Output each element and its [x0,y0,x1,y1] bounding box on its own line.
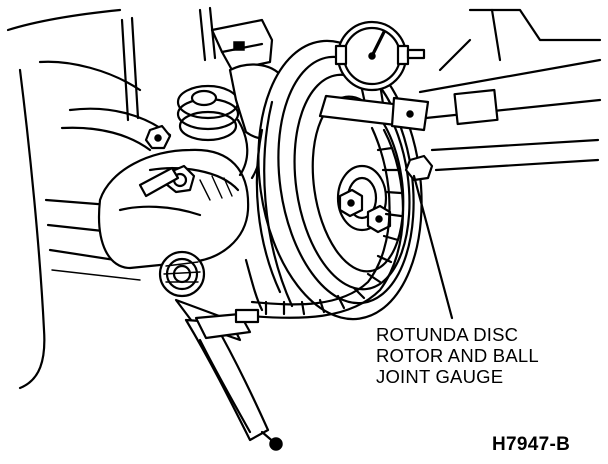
spring-seat [190,89,218,107]
right-frame-bracket [468,8,602,42]
right-frame-top [418,58,602,94]
mount-screw [406,110,414,118]
gauge-callout-label: ROTUNDA DISC ROTOR AND BALL JOINT GAUGE [376,324,539,387]
caliper-ridge [148,167,240,192]
spring-coil-3 [178,110,238,142]
right-bolt [404,154,434,182]
right-frame-bottom [434,158,600,172]
gauge-tip-block [234,308,260,324]
dial-gauge-right-stem [396,44,410,66]
callout-leader-line [412,174,454,320]
dial-gauge-clamp [406,48,426,60]
vertical-rod-1 [120,18,130,122]
right-frame-bracket-2 [490,8,502,62]
frame-rail-line [51,269,141,281]
callout-line-3: JOINT GAUGE [376,366,504,387]
lug-nut-2-center [375,215,383,223]
right-frame-diag [438,38,472,72]
callout-line-2: ROTOR AND BALL [376,345,539,366]
fender-inner-edge [38,60,142,92]
caliper-ridge-2 [118,205,202,217]
dial-gauge-pivot [368,52,376,60]
dial-gauge-needle [370,30,386,58]
callout-line-1: ROTUNDA DISC [376,324,519,345]
right-frame-box [453,88,499,126]
wheel-well-lip [6,8,122,32]
caliper-shade-1 [199,175,233,201]
figure-id-label: H7947-B [492,434,571,455]
flex-arm-segments [264,146,403,316]
right-frame-low [430,138,600,152]
bolt-center [154,134,162,142]
ball-joint-threads [163,261,201,283]
lower-arm-edge [198,338,252,434]
lug-nut-1-center [347,199,355,207]
caliper-lever [138,166,180,198]
knuckle-lower [244,258,264,312]
lower-arm-body [184,318,270,442]
flex-arm-outer [248,128,405,319]
vertical-rod-2 [130,16,140,120]
right-frame-mid [424,98,602,120]
flex-arm-inner [250,126,391,306]
bracket-slot [233,41,245,51]
upper-arm-bottom [60,126,152,152]
disc-rotor-ring-2 [293,73,411,291]
rotor-edge-band [255,128,282,294]
brake-hose [236,118,249,177]
fender-outline [18,68,46,390]
lower-arm-end [260,430,278,446]
vertical-rod-3 [198,8,207,62]
disc-rotor-ring-3 [311,95,405,273]
rotor-edge-band-2 [263,100,294,308]
dial-gauge-left-stem [334,44,348,66]
